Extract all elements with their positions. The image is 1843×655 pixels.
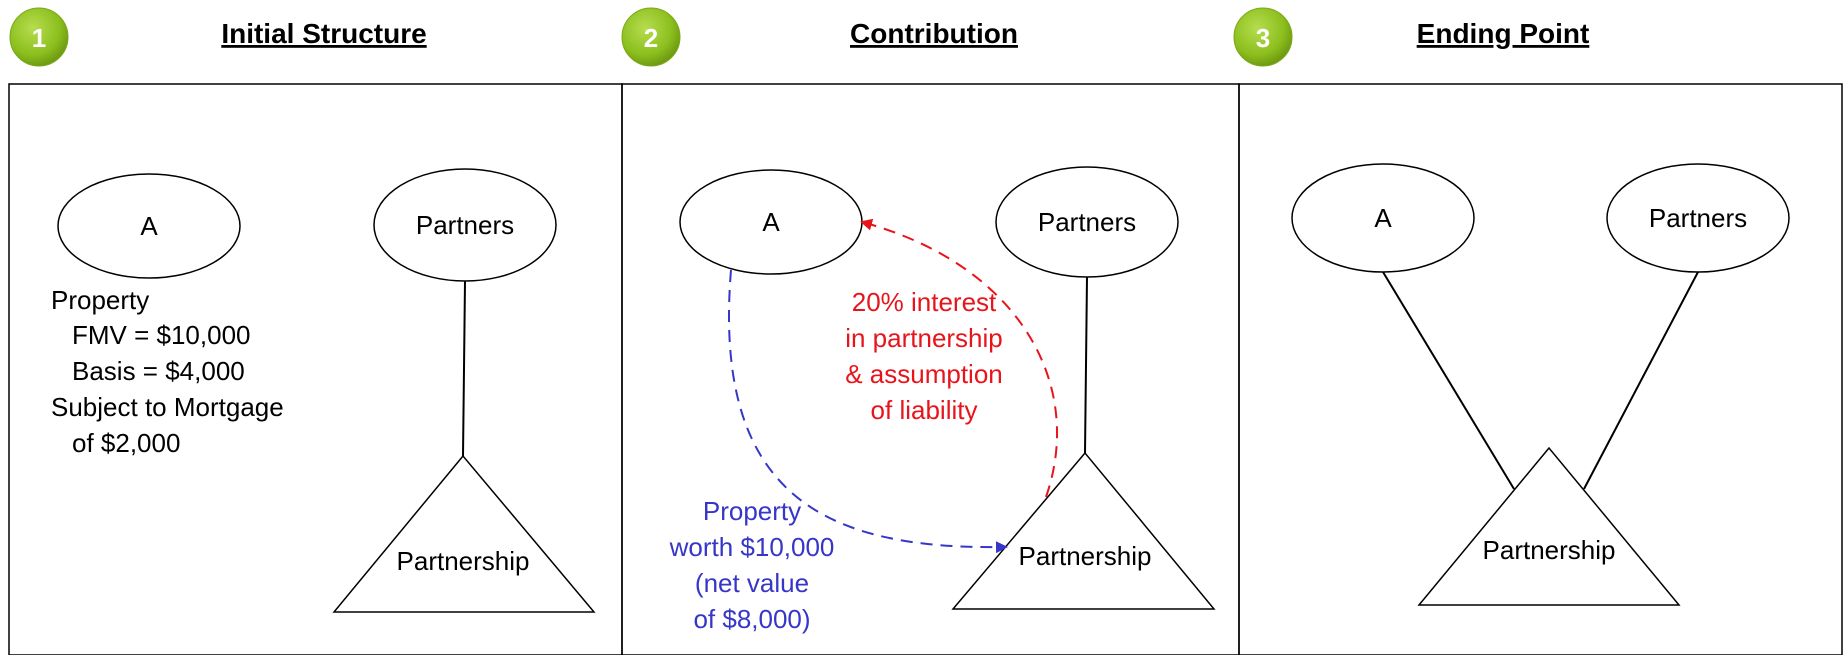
node-a-label: A bbox=[1374, 203, 1392, 233]
node-partnership-label: Partnership bbox=[1483, 535, 1616, 565]
blue-label-line: of $8,000) bbox=[693, 604, 810, 634]
step-1-title: Initial Structure bbox=[221, 18, 426, 49]
red-label-line: in partnership bbox=[845, 323, 1003, 353]
partners-to-partnership-line bbox=[462, 280, 466, 457]
blue-label-line: Property bbox=[703, 496, 801, 526]
step-3-header: 3 Ending Point bbox=[1233, 7, 1590, 67]
step-1-number: 1 bbox=[32, 23, 46, 53]
property-line: Property bbox=[51, 285, 149, 315]
step-2-title: Contribution bbox=[850, 18, 1018, 49]
property-line: FMV = $10,000 bbox=[72, 320, 251, 350]
property-line: of $2,000 bbox=[72, 428, 180, 458]
blue-label-line: worth $10,000 bbox=[669, 532, 835, 562]
node-a-label: A bbox=[140, 211, 158, 241]
node-partners-label: Partners bbox=[1649, 203, 1747, 233]
red-label-line: of liability bbox=[871, 395, 978, 425]
a-to-partnership-line bbox=[1382, 271, 1515, 490]
property-line: Subject to Mortgage bbox=[51, 392, 284, 422]
panel-initial-structure: A Partners Partnership Property FMV = $1… bbox=[51, 168, 596, 613]
node-partnership bbox=[951, 451, 1216, 610]
partners-to-partnership-line bbox=[1084, 276, 1088, 454]
step-2-header: 2 Contribution bbox=[621, 7, 1018, 67]
step-2-badge bbox=[621, 7, 681, 67]
red-label-line: 20% interest bbox=[852, 287, 997, 317]
step-1-header: 1 Initial Structure bbox=[9, 7, 427, 67]
step-3-title: Ending Point bbox=[1417, 18, 1590, 49]
panel-border-3 bbox=[1238, 83, 1843, 655]
node-partnership-label: Partnership bbox=[1019, 541, 1152, 571]
property-description: Property FMV = $10,000 Basis = $4,000 Su… bbox=[51, 285, 284, 458]
node-partnership-label: Partnership bbox=[397, 546, 530, 576]
panel-contribution: A Partners Partnership 20% interest in p… bbox=[669, 166, 1216, 634]
step-2-number: 2 bbox=[644, 23, 658, 53]
blue-arrow-property-to-partnership bbox=[728, 269, 1008, 554]
step-3-badge bbox=[1233, 7, 1293, 67]
step-1-badge bbox=[9, 7, 69, 67]
step-3-number: 3 bbox=[1256, 23, 1270, 53]
panel-ending-point: A Partners Partnership bbox=[1291, 163, 1790, 606]
red-label-line: & assumption bbox=[845, 359, 1003, 389]
blue-arrow-label: Property worth $10,000 (net value of $8,… bbox=[669, 496, 835, 634]
red-arrow-interest-to-a bbox=[860, 218, 1059, 498]
node-a bbox=[57, 173, 241, 279]
red-arrow-label: 20% interest in partnership & assumption… bbox=[845, 287, 1003, 425]
blue-label-line: (net value bbox=[695, 568, 809, 598]
node-a-label: A bbox=[762, 207, 780, 237]
node-partners-label: Partners bbox=[416, 210, 514, 240]
property-line: Basis = $4,000 bbox=[72, 356, 245, 386]
partners-to-partnership-line bbox=[1583, 271, 1699, 490]
node-partnership bbox=[332, 454, 596, 613]
node-partnership bbox=[1417, 446, 1681, 606]
node-partners-label: Partners bbox=[1038, 207, 1136, 237]
